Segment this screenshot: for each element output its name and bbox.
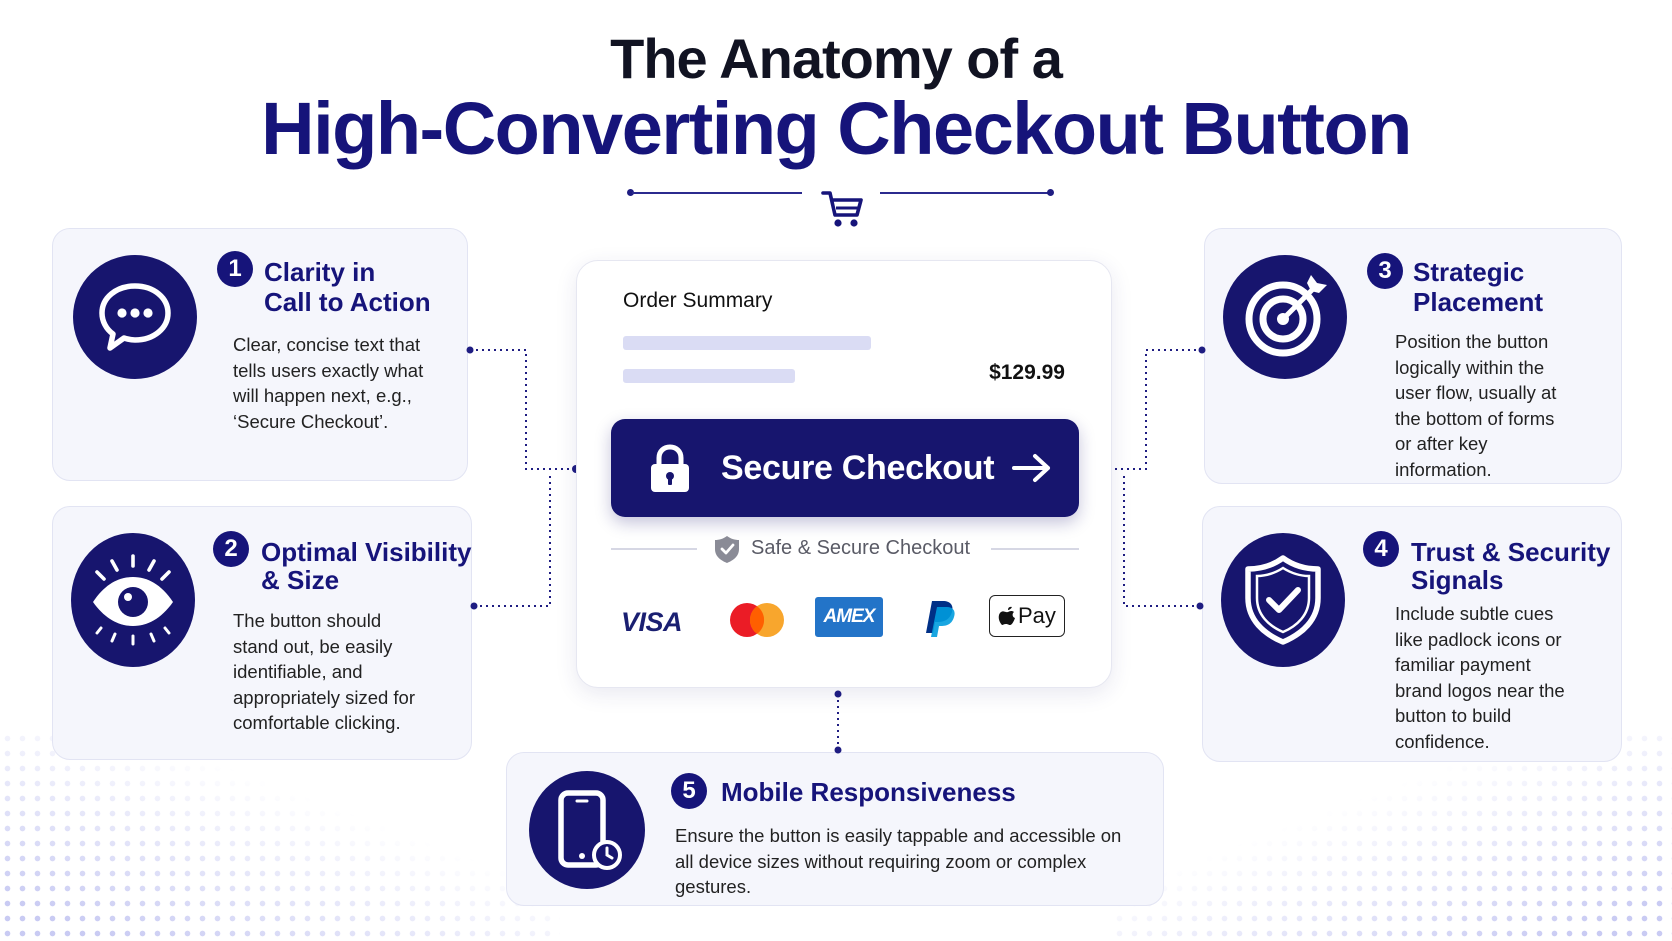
feature-title-line-1: Trust & Security — [1411, 537, 1611, 567]
feature-title-line-2: & Size — [261, 565, 340, 595]
feature-description: Position the button logically within the… — [1395, 331, 1557, 480]
feature-card-clarity: 1 Clarity in Call to Action Clear, conci… — [52, 228, 468, 481]
feature-description: Include subtle cues like padlock icons o… — [1395, 603, 1565, 752]
visa-logo: VISA — [621, 607, 683, 637]
speech-bubble-icon — [73, 255, 197, 379]
feature-card-trust: 4 Trust & Security Signals Include subtl… — [1202, 506, 1622, 762]
title-rule-left — [632, 192, 802, 194]
title-rule-dot-right — [1047, 189, 1054, 196]
feature-title-line-1: Clarity in — [264, 257, 376, 287]
shield-check-icon — [715, 536, 739, 563]
apple-pay-logo: Pay — [989, 595, 1065, 637]
decor-dots-right — [1112, 731, 1672, 941]
eye-icon — [71, 533, 195, 667]
feature-title-line-2: Call to Action — [264, 287, 431, 317]
title-line-1: The Anatomy of a — [610, 27, 1063, 90]
smartphone-icon — [529, 771, 645, 889]
secure-checkout-label: Secure Checkout — [721, 449, 995, 487]
feature-card-mobile: 5 Mobile Responsiveness Ensure the butto… — [506, 752, 1164, 906]
title-rule-right — [880, 192, 1050, 194]
order-total-price: $129.99 — [989, 361, 1065, 384]
divider — [611, 548, 697, 550]
secure-checkout-button[interactable]: Secure Checkout — [611, 419, 1079, 517]
apple-icon — [998, 606, 1015, 625]
divider — [991, 548, 1079, 550]
amex-logo: AMEX — [815, 597, 883, 637]
target-icon — [1223, 255, 1347, 379]
shopping-cart-icon — [821, 191, 863, 227]
placeholder-line — [623, 336, 871, 350]
order-summary-panel: Order Summary $129.99 Secure Checkout Sa… — [576, 260, 1112, 688]
padlock-icon — [651, 444, 689, 492]
feature-title-line-2: Placement — [1413, 287, 1544, 317]
title-line-2: High-Converting Checkout Button — [261, 87, 1412, 170]
feature-title-line-2: Signals — [1411, 565, 1504, 595]
title-rule-dot-left — [627, 189, 634, 196]
paypal-logo — [926, 601, 955, 637]
feature-card-placement: 3 Strategic Placement Position the butto… — [1204, 228, 1622, 484]
feature-title-line-1: Optimal Visibility — [261, 537, 472, 567]
decor-dots-left — [0, 731, 560, 941]
mastercard-logo — [730, 603, 784, 637]
placeholder-line — [623, 369, 795, 383]
feature-number: 5 — [671, 773, 707, 809]
safe-secure-label: Safe & Secure Checkout — [751, 537, 971, 559]
apple-pay-label: Pay — [1018, 603, 1056, 628]
feature-title-line-1: Mobile Responsiveness — [721, 777, 1016, 807]
feature-title-line-1: Strategic — [1413, 257, 1525, 287]
feature-description: Ensure the button is easily tappable and… — [675, 825, 1122, 897]
shield-check-icon — [1221, 533, 1345, 667]
safe-secure-row: Safe & Secure Checkout — [611, 533, 1079, 563]
feature-number: 3 — [1367, 253, 1403, 289]
feature-number: 4 — [1363, 531, 1399, 567]
arrow-right-icon — [1012, 454, 1050, 482]
feature-number: 2 — [213, 531, 249, 567]
feature-card-visibility: 2 Optimal Visibility & Size The button s… — [52, 506, 472, 760]
feature-number: 1 — [217, 251, 253, 287]
feature-description: Clear, concise text that tells users exa… — [233, 334, 424, 432]
order-summary-title: Order Summary — [623, 289, 773, 312]
feature-description: The button should stand out, be easily i… — [233, 610, 416, 733]
